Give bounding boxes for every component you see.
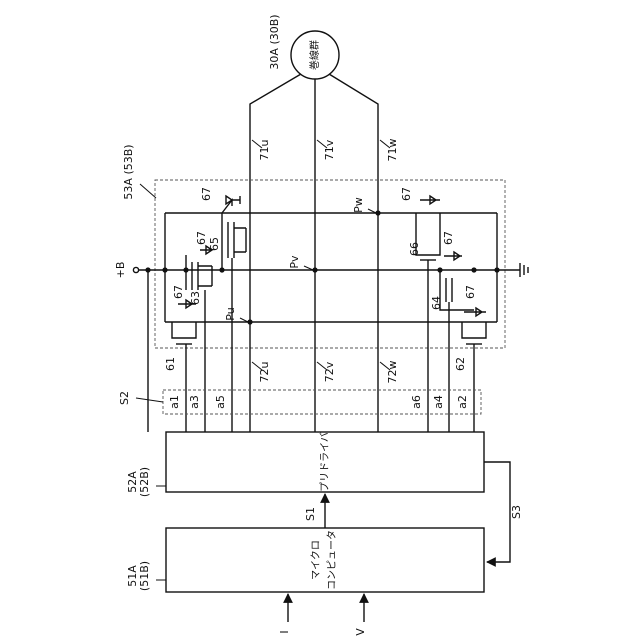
diode-67	[444, 252, 462, 260]
diode-label: 67	[200, 187, 213, 201]
predriver-block: プリドライバ 52A (52B)	[126, 432, 484, 497]
label-71w: 71w	[386, 139, 399, 162]
signal-s1: S1	[304, 507, 317, 521]
predriver-ref2: (52B)	[138, 467, 151, 497]
gate-a4: a4	[432, 395, 445, 409]
microcomputer-box	[166, 528, 484, 592]
gate-a5: a5	[214, 395, 227, 409]
label-65: 65	[208, 237, 221, 251]
diode-label: 67	[172, 285, 185, 299]
fet-62	[462, 308, 486, 344]
supply-terminal	[133, 267, 138, 272]
node-pu: Pu	[224, 307, 237, 320]
ground-icon	[520, 263, 528, 277]
signal-s2: S2	[118, 391, 131, 405]
rails	[165, 213, 497, 322]
input-i: I	[278, 630, 291, 633]
micro-ref2: (51B)	[138, 561, 151, 591]
gate-a3: a3	[188, 395, 201, 409]
gate-a6: a6	[410, 395, 423, 409]
signal-s3: S3	[510, 505, 523, 519]
label-61: 61	[164, 357, 177, 371]
node-pv: Pv	[288, 255, 301, 269]
microcomputer-block: マイクロ コンピュータ 51A (51B)	[126, 528, 484, 592]
microcomputer-line1: マイクロ	[310, 540, 322, 580]
diode-label: 67	[464, 285, 477, 299]
gate-a1: a1	[168, 395, 181, 409]
diode-67	[420, 196, 440, 204]
input-v: V	[354, 628, 367, 636]
motor-ref: 30A (30B)	[268, 14, 281, 69]
supply-label: +B	[114, 262, 127, 279]
microcomputer-line2: コンピュータ	[326, 530, 338, 590]
label-63: 63	[189, 291, 202, 305]
label-72v: 72v	[323, 361, 336, 382]
s3-arrow	[484, 462, 510, 562]
node-pw: Pw	[352, 197, 365, 213]
label-72w: 72w	[386, 361, 399, 384]
diode-label: 67	[195, 231, 208, 245]
predriver-text: プリドライバ	[319, 432, 331, 492]
fet-65	[222, 196, 246, 270]
wire-u	[250, 74, 301, 322]
fet-63	[186, 246, 212, 290]
label-64: 64	[430, 296, 443, 310]
node-labels: Pu Pv Pw	[224, 197, 376, 322]
motor: 巻線群 30A (30B)	[268, 14, 339, 79]
label-66: 66	[408, 242, 421, 256]
label-62: 62	[454, 357, 467, 371]
motor-label: 巻線群	[308, 40, 321, 70]
wire-w	[329, 74, 378, 213]
drive-line-labels: 72u 72v 72w	[252, 361, 399, 384]
output-line-labels: 71u 71v 71w	[252, 139, 399, 162]
label-71u: 71u	[258, 140, 271, 161]
diode-label: 67	[442, 231, 455, 245]
diode-label: 67	[400, 187, 413, 201]
label-72u: 72u	[258, 362, 271, 383]
bridge-ref: 53A (53B)	[122, 144, 135, 199]
gate-labels: a1 a3 a5 a6 a4 a2	[168, 395, 469, 409]
fet-64	[440, 252, 474, 310]
diode-67	[464, 308, 486, 316]
label-71v: 71v	[323, 139, 336, 160]
gate-a2: a2	[456, 395, 469, 409]
bridge-box	[155, 180, 505, 348]
fet-labels: 61 62 63 64 65 66 67 67 67 67 67 67	[164, 187, 477, 371]
